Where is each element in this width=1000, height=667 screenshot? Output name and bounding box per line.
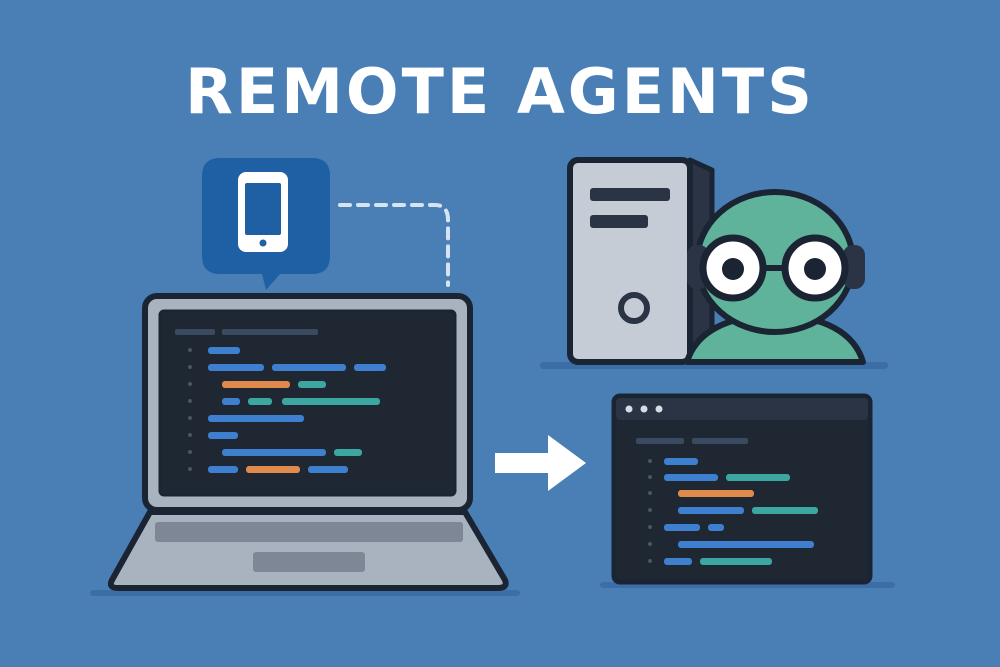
terminal-code-lines	[636, 438, 818, 565]
dashed-connector	[338, 203, 450, 287]
laptop-icon	[90, 293, 520, 596]
laptop-code-lines	[175, 329, 386, 473]
page-title: REMOTE AGENTS	[185, 55, 815, 128]
smartphone-icon	[238, 172, 288, 252]
robot-agent-icon	[684, 189, 866, 365]
phone-bubble	[202, 158, 330, 290]
arrow-right-icon	[495, 435, 586, 491]
